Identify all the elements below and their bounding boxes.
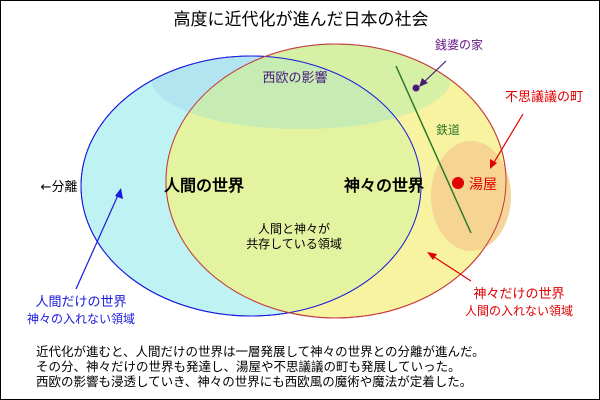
zeniba-house-label: 銭婆の家 [435,37,483,52]
god-only-arrow [430,254,472,282]
caption-line-3: 西欧の影響も浸透していき、神々の世界にも西欧風の魔術や魔法が定着した。 [36,374,473,389]
railway-line [395,65,472,234]
human-world-label: 人間の世界 [164,176,244,195]
human-only-arrow [75,192,120,290]
separation-label: ←分離 [41,180,78,195]
bathhouse-label: 湯屋 [469,176,497,193]
railway-label: 鉄道 [436,122,460,137]
human-only-arrowhead [115,188,123,199]
zeniba-house-dot [412,84,420,92]
caption-line-2: その分、神々だけの世界も発達し、湯屋や不思議議の町も発展していった。 [36,359,461,374]
mysterious-town-arrowhead [490,159,497,169]
human-only-label-line2: 神々の入れない領域 [27,311,135,326]
coexist-label-line1: 人間と神々が [258,221,330,236]
western-influence-label: 西欧の影響 [262,70,327,86]
god-world-label: 神々の世界 [344,176,424,195]
zeniba-arrowhead [419,78,428,87]
god-world-outline [165,43,507,319]
human-world-outline [80,55,422,317]
bathhouse-dot [452,177,464,189]
mysterious-town-label: 不思議議の町 [505,90,583,105]
caption-line-1: 近代化が進むと、人間だけの世界は一層発展して神々の世界との分離が進んだ。 [36,344,485,359]
human-only-label-line1: 人間だけの世界 [35,295,126,310]
mysterious-town-arrow [492,113,524,165]
god-only-arrowhead [427,252,437,260]
diagram-title: 高度に近代化が進んだ日本の社会 [174,10,429,30]
coexist-label-line2: 共存している領域 [246,236,342,251]
god-only-label-line2: 人間の入れない領域 [465,303,573,318]
caption-text: 近代化が進むと、人間だけの世界は一層発展して神々の世界との分離が進んだ。 その分… [36,344,596,389]
bathhouse-area [431,141,511,251]
zeniba-arrow [422,60,447,84]
god-only-label-line1: 神々だけの世界 [473,287,564,302]
